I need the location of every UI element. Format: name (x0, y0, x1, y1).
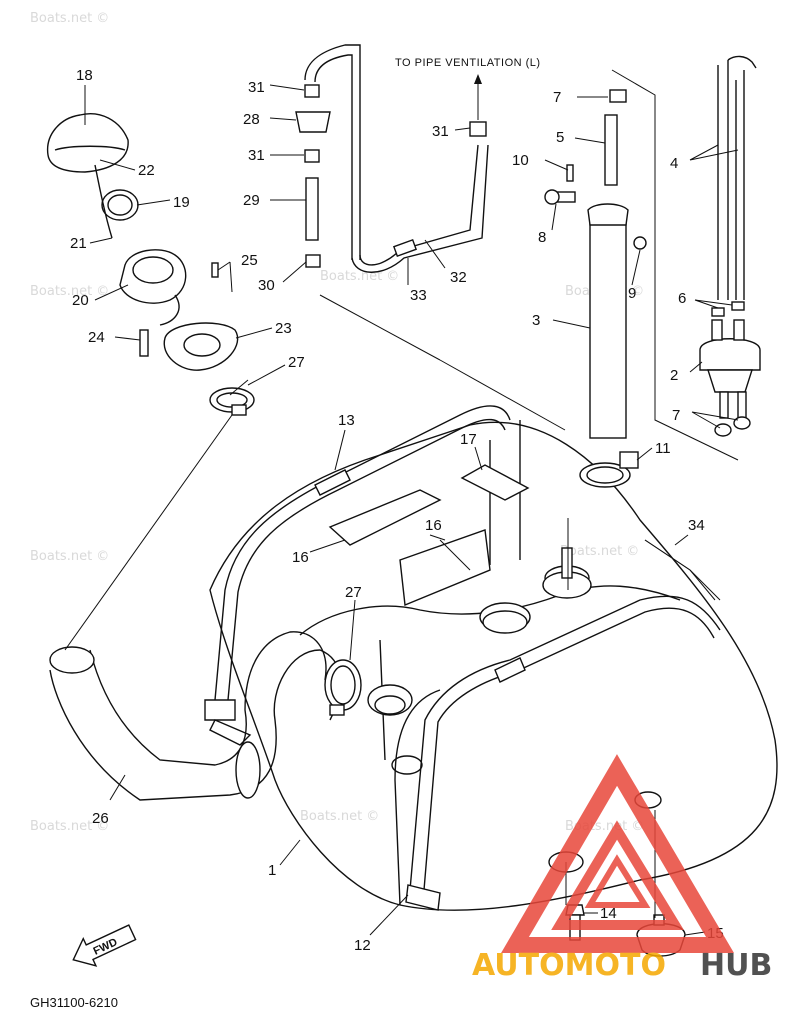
callout-18: 18 (76, 67, 93, 84)
sender-tube (544, 89, 647, 488)
callout-31a: 31 (248, 79, 265, 96)
vent-arrow (474, 74, 482, 120)
callout-2: 2 (670, 367, 678, 384)
callout-4: 4 (670, 155, 678, 172)
callout-27a: 27 (288, 354, 305, 371)
watermark: Boats.net © (320, 269, 399, 284)
callout-12: 12 (354, 937, 371, 954)
brand-name-part2: HUB (700, 948, 772, 983)
vent-note: TO PIPE VENTILATION (L) (395, 57, 541, 69)
callout-31c: 31 (432, 123, 449, 140)
fuel-cock (699, 55, 761, 437)
callout-22: 22 (138, 162, 155, 179)
callout-31b: 31 (248, 147, 265, 164)
watermark: Boats.net © (30, 11, 109, 26)
callout-8: 8 (538, 229, 546, 246)
callout-10: 10 (512, 152, 529, 169)
hose-clamp-lower (324, 659, 362, 716)
callout-32: 32 (450, 269, 467, 286)
watermark: Boats.net © (30, 284, 109, 299)
callout-5: 5 (556, 129, 564, 146)
assembly-bracket (611, 69, 739, 461)
filler-cap-assembly (46, 113, 239, 371)
tank-labels (328, 464, 530, 607)
callout-17: 17 (460, 431, 477, 448)
leader-lines (84, 84, 739, 936)
callout-33: 33 (410, 287, 427, 304)
watermark: Boats.net © (30, 549, 109, 564)
callout-24: 24 (88, 329, 105, 346)
callout-14: 14 (600, 905, 617, 922)
callout-6: 6 (678, 290, 686, 307)
watermark: Boats.net © (560, 544, 639, 559)
callout-1: 1 (268, 862, 276, 879)
hose-clamp-upper (209, 387, 255, 416)
callout-11: 11 (655, 440, 671, 457)
callout-20: 20 (72, 292, 89, 309)
tank-band-upper (204, 405, 511, 746)
brand-name-part1: AUTOMOTO (472, 948, 666, 983)
tank-band-lower (405, 595, 721, 911)
tank-openings (367, 547, 592, 716)
callout-7a: 7 (553, 89, 561, 106)
callout-3: 3 (532, 312, 540, 329)
callout-16b: 16 (292, 549, 309, 566)
watermark: Boats.net © (300, 809, 379, 824)
callout-30: 30 (258, 277, 275, 294)
callout-27b: 27 (345, 584, 362, 601)
diagram-code: GH31100-6210 (30, 995, 118, 1010)
callout-13: 13 (338, 412, 355, 429)
watermark: Boats.net © (30, 819, 109, 834)
callout-26: 26 (92, 810, 109, 827)
leader-dashes (64, 294, 721, 918)
callout-23: 23 (275, 320, 292, 337)
callout-19: 19 (173, 194, 190, 211)
callout-34: 34 (688, 517, 705, 534)
callout-16a: 16 (425, 517, 442, 534)
filler-hose (49, 631, 341, 801)
callout-29: 29 (243, 192, 260, 209)
callout-28: 28 (243, 111, 260, 128)
callout-7b: 7 (672, 407, 680, 424)
callout-21: 21 (70, 235, 87, 252)
callout-9: 9 (628, 285, 636, 302)
callout-25: 25 (241, 252, 258, 269)
fwd-arrow: FWD (72, 924, 137, 967)
fwd-label: FWD (92, 936, 120, 957)
brand-logo: AUTOMOTO HUB (472, 754, 772, 983)
vent-hoses (295, 44, 489, 273)
